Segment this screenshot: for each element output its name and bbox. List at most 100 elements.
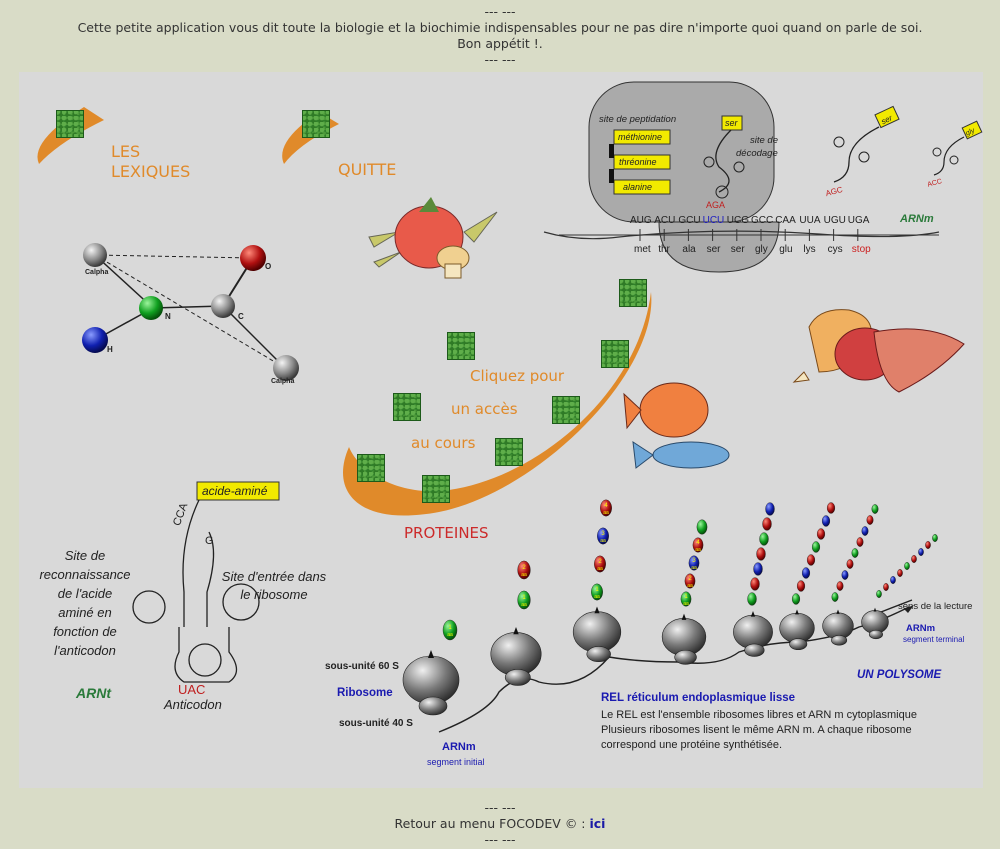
aa-num-3-2: 3 [692, 558, 696, 564]
rel-line-1: Le REL est l'ensemble ribosomes libres e… [601, 709, 917, 721]
course-square-2[interactable] [601, 340, 629, 368]
site-entree-text: Site d'entrée dans le ribosome [222, 569, 327, 602]
codon-6: CAA [775, 215, 796, 226]
aa-bead-3-0 [680, 591, 692, 607]
aa-bead-7-1 [883, 583, 889, 591]
aa-bead-2-0 [591, 583, 603, 601]
peptide-molecule: Calpha O N C H Calpha [82, 243, 299, 385]
aa-bead-6-1 [836, 581, 844, 591]
ribosome-5 [779, 609, 815, 650]
proteines-link[interactable]: PROTEINES [404, 524, 489, 542]
amino-acid-2: ala [682, 244, 696, 255]
aa-alanine: alanine [623, 182, 652, 192]
aa-unit-1-0: aa [521, 602, 527, 608]
site-recon-line-2: de l'acide [58, 586, 113, 601]
aa-bead-5-4 [811, 541, 821, 553]
mol-n: N [165, 312, 171, 321]
aa-bead-4-5 [762, 517, 772, 531]
aa-bead-3-4 [696, 519, 708, 535]
intro-text: Cette petite application vous dit toute … [77, 20, 923, 35]
aa-num-3-3: 4 [696, 540, 700, 546]
illustration-svg: Calpha O N C H Calpha site de peptidati [37, 81, 983, 767]
sous-unite-60-label: sous-unité 60 S [325, 661, 399, 672]
polysome-labels: sous-unité 60 S Ribosome sous-unité 40 S… [325, 601, 972, 767]
mol-h: H [107, 345, 113, 354]
aa-bead-7-2 [890, 576, 896, 584]
aa-bead-0-0 [442, 619, 458, 641]
anticodon-label: Anticodon [163, 697, 222, 712]
acide-amine-label: acide-aminé [202, 484, 268, 498]
aa-bead-5-3 [806, 554, 816, 566]
site-entree-line-0: Site d'entrée dans [222, 569, 327, 584]
aa-bead-4-0 [747, 592, 757, 606]
lexiques-link[interactable]: LES LEXIQUES [111, 142, 190, 182]
aa-threonine: thréonine [619, 157, 657, 167]
course-square-8[interactable] [422, 475, 450, 503]
aa-bead-1-1 [517, 560, 531, 580]
course-square-7[interactable] [357, 454, 385, 482]
course-square-4[interactable] [393, 393, 421, 421]
aa-bead-2-3 [600, 499, 612, 517]
fish-illustration [623, 382, 730, 469]
course-line-3[interactable]: au cours [411, 434, 476, 452]
codon-8: UGU [824, 215, 846, 226]
aa-bead-5-2 [801, 567, 811, 579]
codon-9: UGA [848, 215, 870, 226]
segment-terminal-label: segment terminal [903, 635, 965, 644]
segment-initial-label: segment initial [427, 757, 485, 767]
lexiques-square-link[interactable] [56, 110, 84, 138]
site-peptidation-label: site de peptidation [599, 114, 676, 125]
codon-5: GCC [751, 215, 773, 226]
arnm-label-top: ARNm [899, 213, 934, 225]
aa-bead-5-5 [816, 528, 826, 540]
course-square-6[interactable] [495, 438, 523, 466]
quitte-link[interactable]: QUITTE [338, 160, 397, 179]
page-header: --- --- Cette petite application vous di… [0, 4, 1000, 68]
aa-bead-3-2 [688, 555, 700, 571]
site-decodage-2: décodage [736, 148, 778, 159]
ribosome-row [402, 606, 889, 716]
lexiques-line-1: LES [111, 142, 141, 161]
codon-7: UUA [799, 215, 820, 226]
course-line-1[interactable]: Cliquez pour [470, 367, 565, 385]
trna-diagram: acide-aminé CCA G UAC Anticodon ARNt [75, 481, 280, 712]
aa-num-2-2: 3 [601, 531, 605, 537]
arnt-label: ARNt [75, 685, 112, 701]
ribosome-label: Ribosome [337, 687, 393, 699]
course-square-3[interactable] [447, 332, 475, 360]
amino-acid-4: ser [731, 244, 746, 255]
course-square-1[interactable] [619, 279, 647, 307]
aa-unit-2-0: aa [594, 594, 600, 600]
aa-unit-3-3: aa [695, 547, 701, 553]
site-entree-line-1: le ribosome [240, 587, 307, 602]
ribosome-2 [572, 606, 622, 663]
ser-tag: ser [725, 118, 739, 128]
site-recon-line-0: Site de [65, 548, 105, 563]
codon-4: UCG [727, 215, 749, 226]
amino-acid-6: glu [779, 244, 792, 255]
course-square-5[interactable] [552, 396, 580, 424]
quitte-square-link[interactable] [302, 110, 330, 138]
aa-bead-7-8 [932, 534, 938, 542]
un-polysome-label: UN POLYSOME [857, 669, 941, 681]
lexiques-line-2: LEXIQUES [111, 162, 191, 181]
aa-bead-1-0 [517, 590, 531, 610]
anticodon-acc: ACC [927, 178, 943, 189]
ribosome-4 [733, 611, 773, 657]
aa-bead-5-1 [796, 580, 806, 592]
page-footer: --- --- Retour au menu FOCODEV © : ici -… [0, 800, 1000, 848]
aa-bead-5-6 [821, 515, 831, 527]
ribosome-0 [402, 650, 460, 716]
retour-text: Retour au menu FOCODEV © : [394, 816, 590, 831]
footer-separator-top: --- --- [484, 800, 516, 815]
aa-num-2-0: 1 [595, 587, 599, 593]
ici-link[interactable]: ici [589, 816, 606, 831]
aa-num-2-3: 4 [604, 503, 608, 509]
course-line-2[interactable]: un accès [451, 400, 518, 418]
aa-bead-6-4 [851, 548, 859, 558]
footer-line: Retour au menu FOCODEV © : ici [0, 816, 1000, 832]
course-swoosh [343, 292, 652, 516]
